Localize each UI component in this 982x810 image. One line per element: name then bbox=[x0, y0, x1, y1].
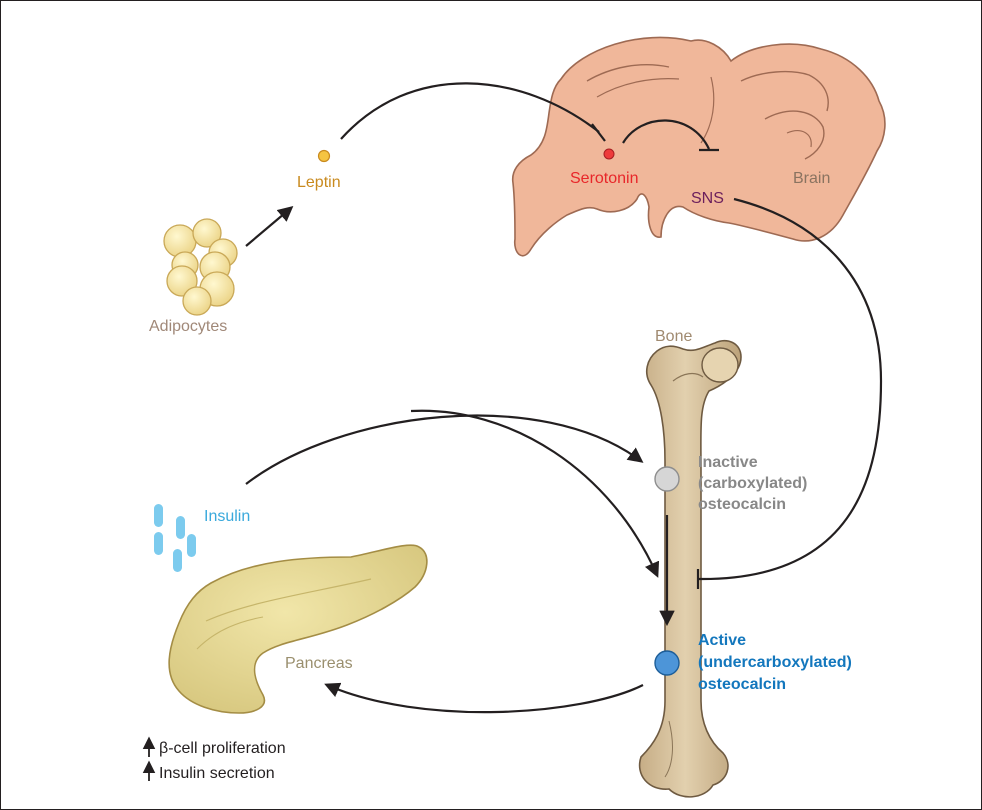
active-label-line1: Active bbox=[698, 632, 746, 649]
serotonin-dot bbox=[604, 149, 614, 159]
pancreas-illustration bbox=[169, 545, 427, 713]
adipocytes-to-leptin-arrow bbox=[246, 208, 291, 246]
leptin-dot bbox=[319, 151, 330, 162]
adipocytes-label: Adipocytes bbox=[149, 318, 227, 335]
adipocytes-illustration bbox=[164, 219, 237, 315]
brain-illustration bbox=[513, 37, 885, 255]
effect-secretion-label: Insulin secretion bbox=[159, 765, 275, 782]
insulin-label: Insulin bbox=[204, 508, 250, 525]
leptin-label: Leptin bbox=[297, 174, 341, 191]
active-label-line3: osteocalcin bbox=[698, 676, 786, 693]
osteocalcin-to-pancreas-arrow bbox=[327, 685, 643, 712]
active-osteocalcin-marker bbox=[655, 651, 679, 675]
bone-label: Bone bbox=[655, 328, 692, 345]
pancreas-label: Pancreas bbox=[285, 655, 353, 672]
inactive-label-line3: osteocalcin bbox=[698, 496, 786, 513]
inactive-label-line2: (carboxylated) bbox=[698, 475, 807, 492]
brain-label: Brain bbox=[793, 170, 830, 187]
inactive-label-line1: Inactive bbox=[698, 454, 758, 471]
sns-to-bone-inhibition bbox=[698, 199, 881, 579]
sns-label: SNS bbox=[691, 190, 724, 207]
insulin-granules bbox=[154, 504, 196, 572]
effect-proliferation-label: β-cell proliferation bbox=[159, 740, 286, 757]
active-label-line2: (undercarboxylated) bbox=[698, 654, 852, 671]
insulin-to-active-arrow bbox=[411, 411, 657, 575]
inactive-osteocalcin-marker bbox=[655, 467, 679, 491]
serotonin-label: Serotonin bbox=[570, 170, 639, 187]
